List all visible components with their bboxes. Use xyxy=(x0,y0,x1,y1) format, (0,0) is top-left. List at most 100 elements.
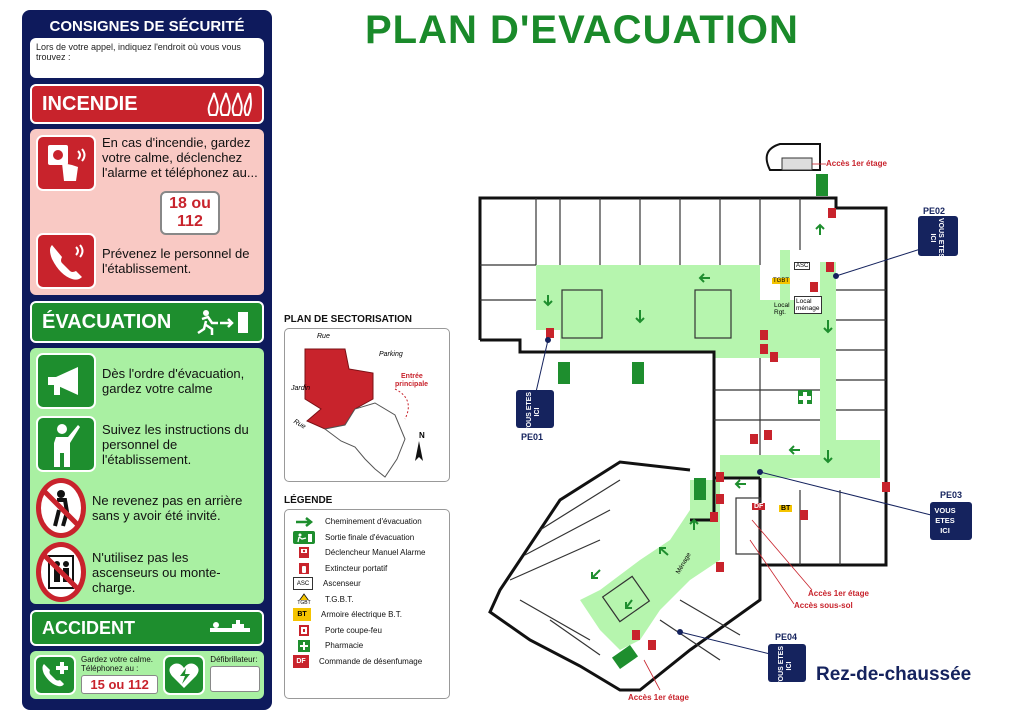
evacuation-item-3: Ne revenez pas en arrière sans y avoir é… xyxy=(92,493,243,523)
safety-instructions-panel: CONSIGNES DE SÉCURITÉ Lors de votre appe… xyxy=(22,10,272,710)
local-menage: Local ménage xyxy=(794,296,822,314)
label-principale: principale xyxy=(395,381,429,388)
instructor-icon xyxy=(36,416,96,472)
no-elevator-icon xyxy=(36,542,86,602)
tgbt-icon: TGBT xyxy=(293,593,315,606)
legend-item: Déclencheur Manuel Alarme xyxy=(285,545,449,561)
legend-item: ASC Ascenseur xyxy=(285,576,449,592)
accident-band: ACCIDENT xyxy=(30,610,264,646)
compass-north: N xyxy=(419,431,425,440)
access-first-floor-top: Accès 1er étage xyxy=(826,159,887,168)
pe04-you-are-here: VOUS ETES ICI xyxy=(768,644,806,686)
legend-item: DF Commande de désenfumage xyxy=(285,654,449,670)
pe03-you-are-here: VOUS ETES ICI xyxy=(930,502,972,540)
evacuation-panel: Dès l'ordre d'évacuation, gardez votre c… xyxy=(30,348,264,604)
pe03-text: VOUS ETES ICI xyxy=(934,506,956,535)
phone-icon xyxy=(36,233,96,289)
fire-title: INCENDIE xyxy=(42,92,138,115)
legend-label: Armoire électrique B.T. xyxy=(321,610,402,620)
page-title: PLAN D'EVACUATION xyxy=(365,8,799,52)
access-basement: Accès sous-sol xyxy=(794,601,853,610)
label-jardin: Jardin xyxy=(291,385,311,392)
pe04-text: VOUS ETES ICI xyxy=(778,645,793,687)
sectorisation-title: PLAN DE SECTORISATION xyxy=(284,314,412,325)
evacuation-band: ÉVACUATION xyxy=(30,301,264,343)
fire-number-bottom: 112 xyxy=(177,213,203,230)
smoke-control-icon: DF xyxy=(293,654,309,668)
asc-marker: ASC xyxy=(794,262,811,270)
legend-item: BT Armoire électrique B.T. xyxy=(285,607,449,623)
accident-panel: Gardez votre calme. Téléphonez au : 15 o… xyxy=(30,651,264,699)
fire-band: INCENDIE xyxy=(30,84,264,124)
legend-item: Extincteur portatif xyxy=(285,561,449,577)
green-arrow-icon xyxy=(293,515,315,528)
legend-item: Cheminement d'évacuation xyxy=(285,514,449,530)
fire-panel: En cas d'incendie, gardez votre calme, d… xyxy=(30,129,264,295)
access-first-floor-bottom: Accès 1er étage xyxy=(628,693,689,702)
accident-title: ACCIDENT xyxy=(42,617,135,638)
elevator-icon: ASC xyxy=(293,577,313,591)
pharmacy-icon xyxy=(293,639,315,653)
stretcher-icon xyxy=(210,620,250,632)
accident-keep-calm: Gardez votre calme. xyxy=(81,655,154,664)
legend-frame: Cheminement d'évacuation Sortie finale d… xyxy=(284,509,450,699)
fire-number-top: 18 ou xyxy=(169,195,211,212)
legend-item: Pharmacie xyxy=(285,638,449,654)
equipment-markers xyxy=(546,208,890,650)
pe02-text: VOUS ETES ICI xyxy=(929,217,944,259)
accident-call: Téléphonez au : xyxy=(81,664,139,673)
legend-label: Commande de désenfumage xyxy=(319,656,423,666)
pe02-label: PE02 xyxy=(923,206,946,216)
fire-instruction-2: Prévenez le personnel de l'établissement… xyxy=(102,246,250,276)
label-rue-top: Rue xyxy=(317,333,330,340)
electric-cabinet-icon: BT xyxy=(293,608,311,622)
call-instruction: Lors de votre appel, indiquez l'endroit … xyxy=(36,42,241,62)
legend-label: Déclencheur Manuel Alarme xyxy=(325,548,426,558)
evacuation-item-2: Suivez les instructions du personnel de … xyxy=(102,421,249,467)
legend-item: TGBT T.G.B.T. xyxy=(285,592,449,608)
lower-wing-walls xyxy=(488,460,762,692)
no-return-icon xyxy=(36,478,86,538)
interior-walls xyxy=(480,198,886,565)
pe02-you-are-here: VOUS ETES ICI xyxy=(918,216,958,258)
tgbt-marker: TGBT xyxy=(772,278,790,284)
safety-header: CONSIGNES DE SÉCURITÉ xyxy=(49,18,245,35)
exit-sign-icon xyxy=(293,530,315,544)
defibrillator-icon xyxy=(163,655,206,695)
call-instruction-box: Lors de votre appel, indiquez l'endroit … xyxy=(30,38,264,78)
alarm-trigger-icon xyxy=(293,546,315,559)
legend-item: Sortie finale d'évacuation xyxy=(285,530,449,546)
bt-marker: BT xyxy=(779,505,793,512)
pe03-label: PE03 xyxy=(940,490,963,500)
local-rgt: Local Rgt. xyxy=(774,302,790,316)
legend-label: Ascenseur xyxy=(323,579,361,589)
fire-emergency-number: 18 ou 112 xyxy=(160,191,220,235)
legend: LÉGENDE Cheminement d'évacuation Sortie … xyxy=(284,495,450,705)
first-aid-phone-icon xyxy=(34,655,76,695)
legend-item: Porte coupe-feu xyxy=(285,623,449,639)
evacuation-item-1: Dès l'ordre d'évacuation, gardez votre c… xyxy=(102,366,245,396)
flame-icon xyxy=(207,92,252,116)
legend-label: T.G.B.T. xyxy=(325,594,354,604)
label-entree: Entrée xyxy=(401,373,423,380)
defibrillator-location-box xyxy=(210,666,260,692)
exit-signs xyxy=(558,174,828,670)
access-first-floor-mid: Accès 1er étage xyxy=(808,589,869,598)
legend-label: Porte coupe-feu xyxy=(325,625,382,635)
floor-name: Rez-de-chaussée xyxy=(816,664,972,685)
megaphone-icon xyxy=(36,353,96,409)
top-stairs xyxy=(765,143,821,171)
alarm-button-icon xyxy=(36,135,96,191)
pe04-label: PE04 xyxy=(775,632,798,642)
sectorisation-plan: PLAN DE SECTORISATION Rue Parking Entrée… xyxy=(284,314,450,486)
evacuation-title: ÉVACUATION xyxy=(42,310,172,333)
pe01-you-are-here: VOUS ETES ICI xyxy=(516,390,554,432)
legend-title: LÉGENDE xyxy=(284,495,333,506)
pe01-text: VOUS ETES ICI xyxy=(526,391,541,433)
sectorisation-frame: Rue Parking Entrée principale Jardin Rue… xyxy=(284,328,450,482)
extinguisher-icon xyxy=(293,562,315,575)
pe-leader-lines xyxy=(535,245,936,655)
legend-label: Sortie finale d'évacuation xyxy=(325,532,415,542)
legend-label: Pharmacie xyxy=(325,641,364,651)
df-marker: DF xyxy=(752,503,766,510)
